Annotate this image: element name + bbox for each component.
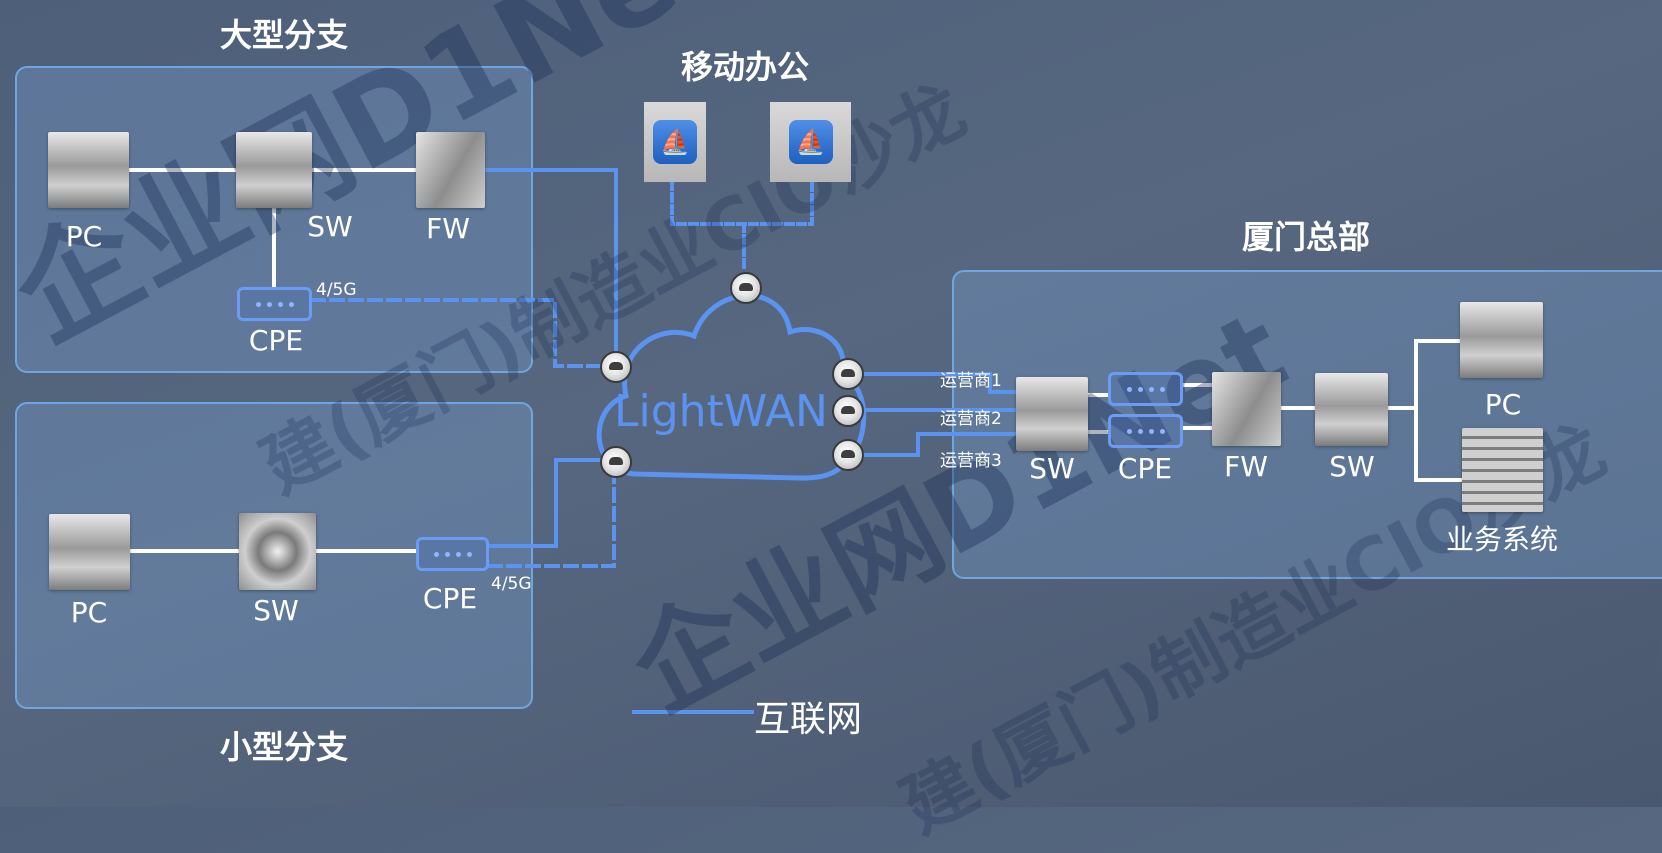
link-cpe-cloud-dashed-large — [310, 298, 602, 368]
firewall-icon[interactable] — [1212, 372, 1281, 446]
cloud-node-icon[interactable] — [832, 439, 864, 471]
large-pc-label: PC — [65, 220, 103, 253]
title-mobile-office: 移动办公 — [680, 48, 810, 86]
switch-icon[interactable] — [239, 513, 316, 590]
hq-business-system-label: 业务系统 — [1445, 523, 1559, 556]
small-sw-label: SW — [253, 594, 299, 627]
server-icon[interactable] — [1462, 428, 1543, 512]
cloud-node-icon[interactable] — [730, 272, 762, 304]
link-cpe-cloud-small — [487, 458, 602, 548]
title-small-branch: 小型分支 — [219, 728, 349, 766]
wire-branch-hq — [1414, 339, 1462, 482]
firewall-icon[interactable] — [416, 132, 485, 208]
small-4g5g-label: 4/5G — [491, 574, 532, 594]
cloud-node-icon[interactable] — [832, 395, 864, 427]
small-pc-label: PC — [70, 596, 108, 629]
pc-icon[interactable] — [1460, 302, 1543, 378]
pc-icon[interactable] — [49, 514, 130, 590]
carrier-3-label: 运营商3 — [940, 451, 1002, 471]
title-hq: 厦门总部 — [1241, 218, 1371, 256]
hq-sw-edge-label: SW — [1029, 452, 1075, 485]
switch-icon[interactable] — [1016, 377, 1088, 451]
link-mobile-dashed — [670, 180, 814, 226]
hq-cpe-label: CPE — [1117, 452, 1173, 485]
cloud-label: LightWAN — [614, 386, 828, 437]
switch-icon[interactable] — [1315, 373, 1388, 446]
carrier-2-label: 运营商2 — [940, 409, 1002, 429]
title-large-branch: 大型分支 — [219, 16, 349, 54]
cloud-node-icon[interactable] — [832, 358, 864, 390]
mobile-app-icon[interactable]: ⛵ — [644, 102, 706, 182]
large-sw-label: SW — [307, 210, 353, 243]
mobile-app-icon[interactable]: ⛵ — [770, 102, 851, 182]
cpe-icon[interactable] — [416, 537, 489, 571]
cloud-node-icon[interactable] — [600, 351, 632, 383]
legend-internet-label: 互联网 — [754, 699, 863, 740]
hq-fw-label: FW — [1224, 450, 1268, 483]
cpe-icon[interactable] — [1108, 372, 1183, 406]
hq-pc-label: PC — [1484, 388, 1522, 421]
cloud-node-icon[interactable] — [600, 446, 632, 478]
link-carrier1 — [862, 372, 1018, 394]
carrier-1-label: 运营商1 — [940, 371, 1002, 391]
link-carrier3 — [862, 432, 1018, 457]
small-cpe-label: CPE — [422, 582, 478, 615]
large-fw-label: FW — [426, 212, 470, 245]
large-cpe-label: CPE — [248, 324, 304, 357]
link-cpe-cloud-dashed-small — [487, 476, 616, 568]
hq-sw-core-label: SW — [1329, 450, 1375, 483]
link-fw-cloud — [483, 168, 618, 354]
cpe-icon[interactable] — [1108, 414, 1183, 448]
switch-icon[interactable] — [236, 132, 312, 208]
cpe-icon[interactable] — [237, 287, 312, 321]
pc-icon[interactable] — [48, 132, 129, 208]
large-4g5g-label: 4/5G — [316, 280, 357, 300]
